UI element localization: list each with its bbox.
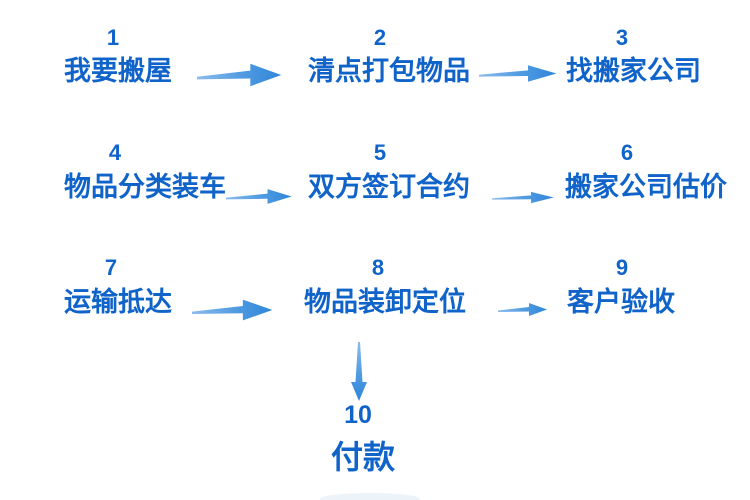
arrow-right-icon — [192, 299, 273, 321]
arrow-down-icon — [351, 342, 367, 401]
step-6-number: 6 — [620, 140, 634, 165]
connector-1-2 — [197, 62, 283, 88]
step-2-number: 2 — [373, 25, 387, 50]
step-7-label: 运输抵达 — [64, 287, 172, 317]
step-4-label: 物品分类装车 — [64, 172, 226, 202]
step-4-number: 4 — [108, 140, 122, 165]
connector-8-10 — [350, 342, 368, 401]
step-3-number: 3 — [615, 25, 629, 50]
step-10-label: 付款 — [331, 439, 396, 475]
step-6-label: 搬家公司估价 — [565, 172, 727, 202]
connector-8-9 — [498, 302, 548, 317]
step-8-number: 8 — [371, 255, 385, 280]
cutoff-faint-shape — [320, 493, 420, 500]
step-7-number: 7 — [104, 255, 118, 280]
step-1-number: 1 — [106, 25, 120, 50]
step-10-number: 10 — [344, 401, 372, 429]
arrow-right-icon — [197, 63, 282, 87]
step-1-label: 我要搬屋 — [64, 56, 172, 86]
step-3-label: 找搬家公司 — [566, 56, 701, 86]
connector-5-6 — [492, 191, 555, 204]
arrow-right-icon — [226, 189, 292, 204]
arrow-right-icon — [492, 191, 554, 204]
step-8-label: 物品装卸定位 — [304, 287, 466, 317]
connector-7-8 — [192, 298, 274, 322]
arrow-right-icon — [498, 303, 547, 316]
step-9-number: 9 — [615, 255, 629, 280]
step-5-number: 5 — [373, 140, 387, 165]
arrow-right-icon — [479, 65, 557, 82]
step-2-label: 清点打包物品 — [308, 56, 470, 86]
connector-4-5 — [226, 188, 293, 205]
step-9-label: 客户验收 — [567, 287, 675, 317]
step-5-label: 双方签订合约 — [308, 172, 470, 202]
connector-2-3 — [479, 64, 558, 83]
